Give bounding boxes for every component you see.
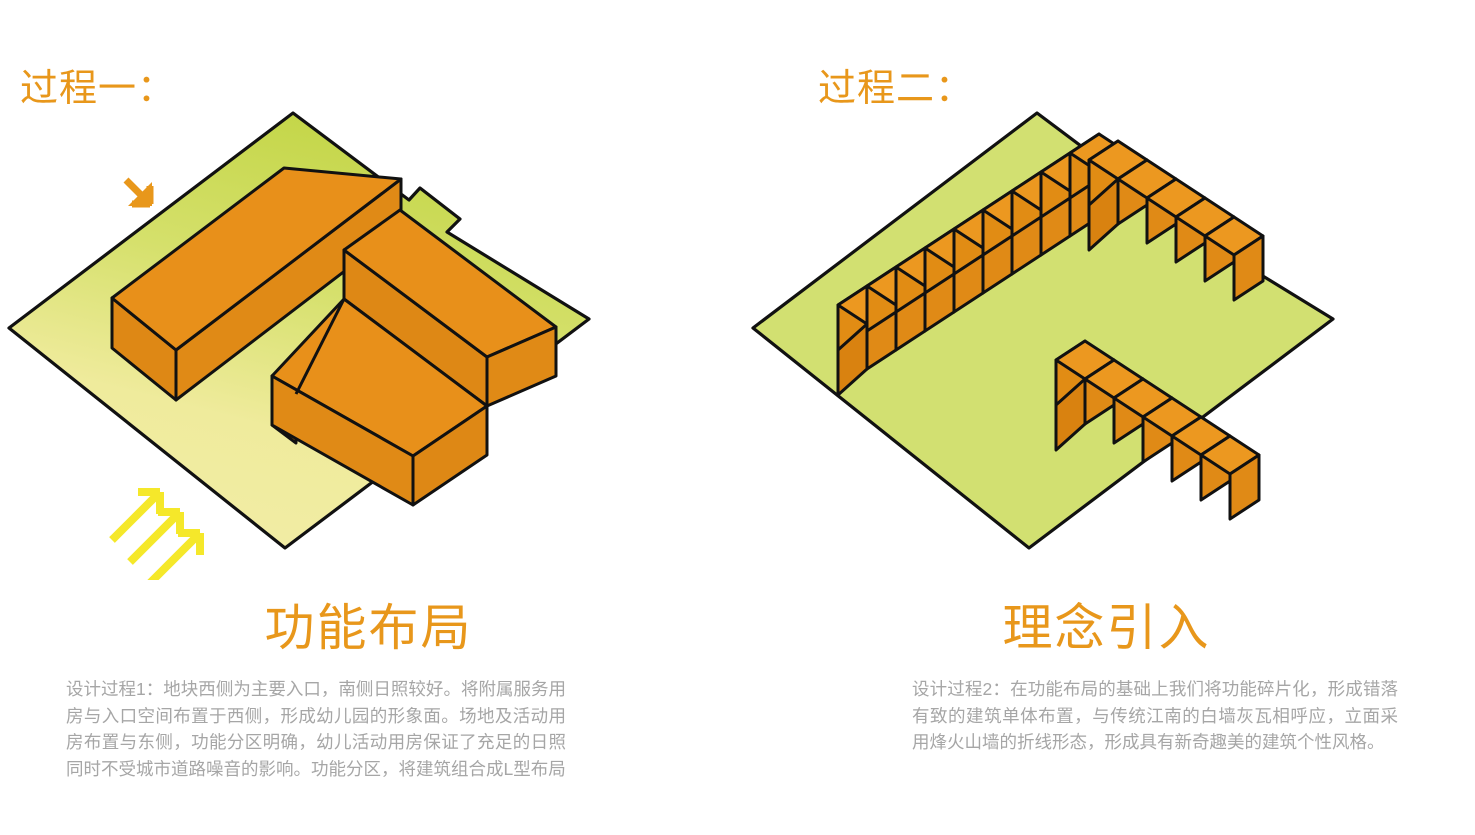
building-units-northwest bbox=[836, 132, 1130, 397]
isometric-diagram-two bbox=[738, 100, 1475, 580]
isometric-diagram-one bbox=[0, 100, 737, 580]
building-units-northeast bbox=[1087, 139, 1265, 302]
panel-heading-two: 理念引入 bbox=[1002, 600, 1211, 656]
process-panel-two: 过程二： bbox=[738, 0, 1475, 835]
sun-direction-arrows bbox=[109, 488, 204, 580]
building-mass-one bbox=[110, 166, 558, 507]
sun-arrow-1 bbox=[109, 488, 164, 543]
site-plane-one bbox=[7, 111, 591, 550]
building-units-southeast bbox=[1054, 339, 1261, 521]
panel-kicker-one: 过程一： bbox=[20, 68, 177, 110]
panel-body-two: 设计过程2：在功能布局的基础上我们将功能碎片化，形成错落有致的建筑单体布置，与传… bbox=[912, 679, 1398, 753]
panel-body-one: 设计过程1：地块西侧为主要入口，南侧日照较好。将附属服务用房与入口空间布置于西侧… bbox=[66, 679, 566, 779]
panel-kicker-two: 过程二： bbox=[818, 68, 975, 110]
sun-arrow-3 bbox=[147, 529, 204, 580]
process-panel-one: 过程一： bbox=[0, 0, 737, 835]
panel-heading-one: 功能布局 bbox=[264, 600, 473, 656]
entry-arrow-icon bbox=[123, 177, 154, 208]
